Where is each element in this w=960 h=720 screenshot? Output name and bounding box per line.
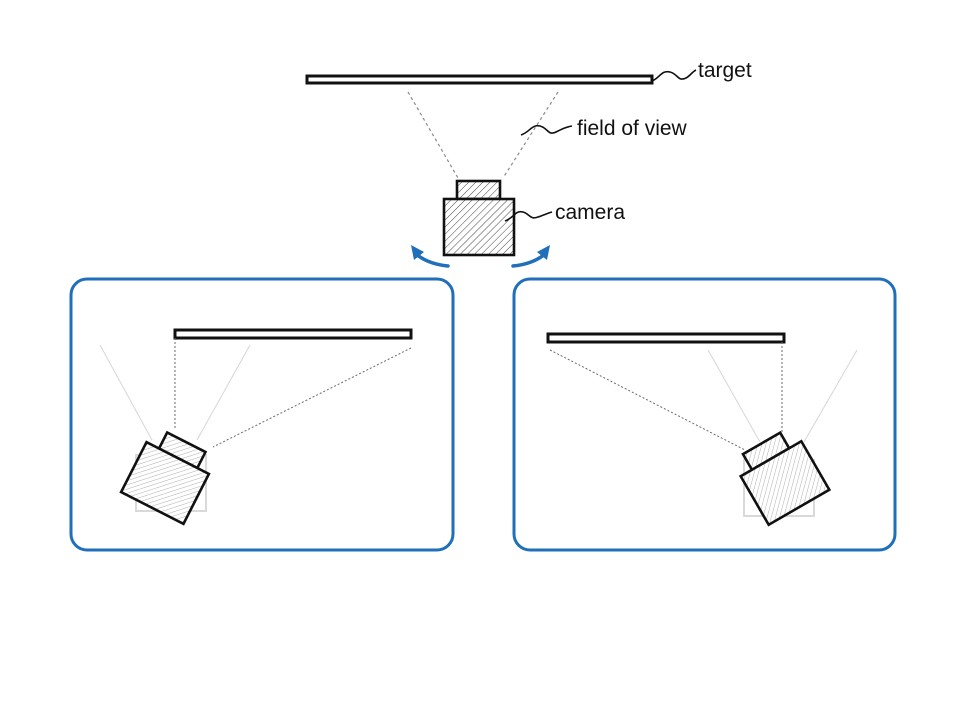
camera-body-right <box>738 439 832 527</box>
panel-frame-right <box>512 277 897 552</box>
curved-arrow-left-icon <box>411 245 450 268</box>
camera-tilted-right <box>738 430 832 527</box>
fov-ghost-right-b <box>803 349 858 443</box>
curved-arrow-right-icon <box>511 245 550 268</box>
fov-ghost-right-a <box>707 349 761 443</box>
camera-lens <box>455 179 502 201</box>
fov-line-left-panel-b <box>212 347 412 448</box>
fov-line-right-panel-a <box>549 349 746 451</box>
fov-label: field of view <box>577 117 688 140</box>
target-board-left <box>173 328 413 340</box>
panel-tilt-left <box>69 277 455 552</box>
panel-frame-left <box>69 277 455 552</box>
fov-line-left <box>407 91 459 179</box>
camera-leader-line <box>504 210 553 222</box>
camera <box>442 179 516 257</box>
target-leader-line <box>651 69 697 82</box>
camera-label: camera <box>555 201 625 224</box>
fov-ghost-left-b <box>196 344 251 441</box>
camera-tilted-left <box>119 430 211 526</box>
fov-ghost-left-a <box>99 344 153 441</box>
target-board <box>305 74 654 85</box>
camera-body <box>442 197 516 257</box>
target-board-right <box>546 332 786 344</box>
camera-body-left <box>119 440 211 526</box>
target-label: target <box>698 59 752 82</box>
fov-line-right <box>502 91 559 179</box>
main-scene: target field of view camera <box>305 59 752 268</box>
fov-leader-line <box>520 124 573 136</box>
panel-tilt-right <box>512 277 897 552</box>
